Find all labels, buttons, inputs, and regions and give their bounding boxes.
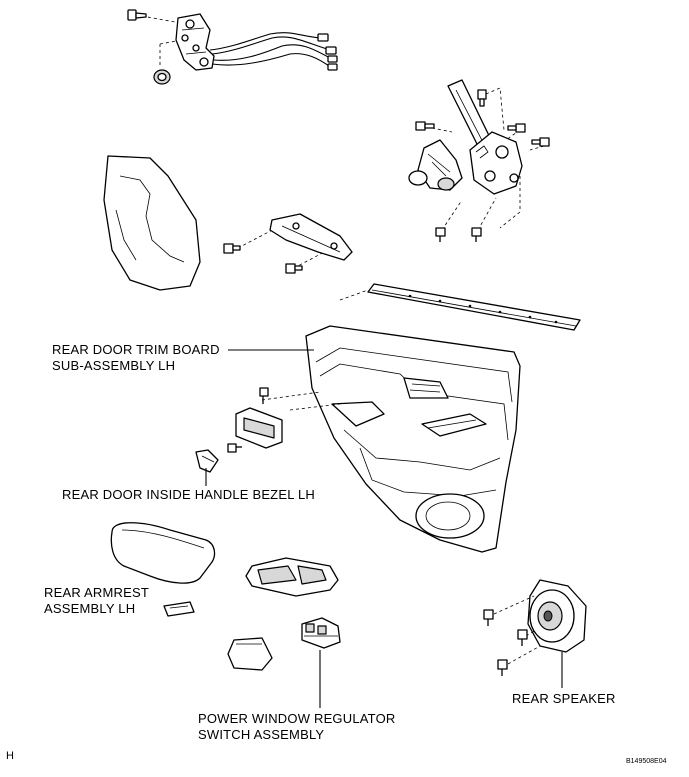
door-lock-assembly bbox=[141, 13, 215, 71]
switch-bezel bbox=[245, 557, 339, 597]
power-window-switch bbox=[301, 617, 341, 649]
armrest-cap bbox=[163, 601, 195, 617]
window-regulator bbox=[408, 79, 545, 231]
door-belt-moulding bbox=[339, 283, 581, 331]
rear-speaker bbox=[483, 579, 587, 676]
regulator-bolts bbox=[415, 89, 550, 242]
trim-cover bbox=[227, 637, 273, 671]
rear-armrest bbox=[110, 522, 216, 584]
corner-letter: H bbox=[6, 750, 14, 762]
lock-cables bbox=[209, 32, 338, 71]
label-speaker: REAR SPEAKER bbox=[512, 691, 616, 706]
label-trim-board: REAR DOOR TRIM BOARD SUB-ASSEMBLY LH bbox=[52, 342, 220, 373]
door-trim-board bbox=[261, 325, 521, 553]
lock-grommet bbox=[153, 69, 171, 85]
lock-screw bbox=[127, 9, 147, 21]
label-switch: POWER WINDOW REGULATOR SWITCH ASSEMBLY bbox=[198, 711, 396, 742]
handle-bezel-cap bbox=[195, 449, 219, 473]
service-hole-cover bbox=[103, 155, 201, 291]
figure-code: B149508E04 bbox=[626, 758, 667, 765]
leader-lines bbox=[205, 349, 563, 708]
inner-handle-bracket bbox=[223, 213, 353, 274]
label-handle-bezel: REAR DOOR INSIDE HANDLE BEZEL LH bbox=[62, 487, 315, 502]
label-armrest: REAR ARMREST ASSEMBLY LH bbox=[44, 585, 149, 616]
inside-handle-bezel bbox=[227, 387, 283, 453]
